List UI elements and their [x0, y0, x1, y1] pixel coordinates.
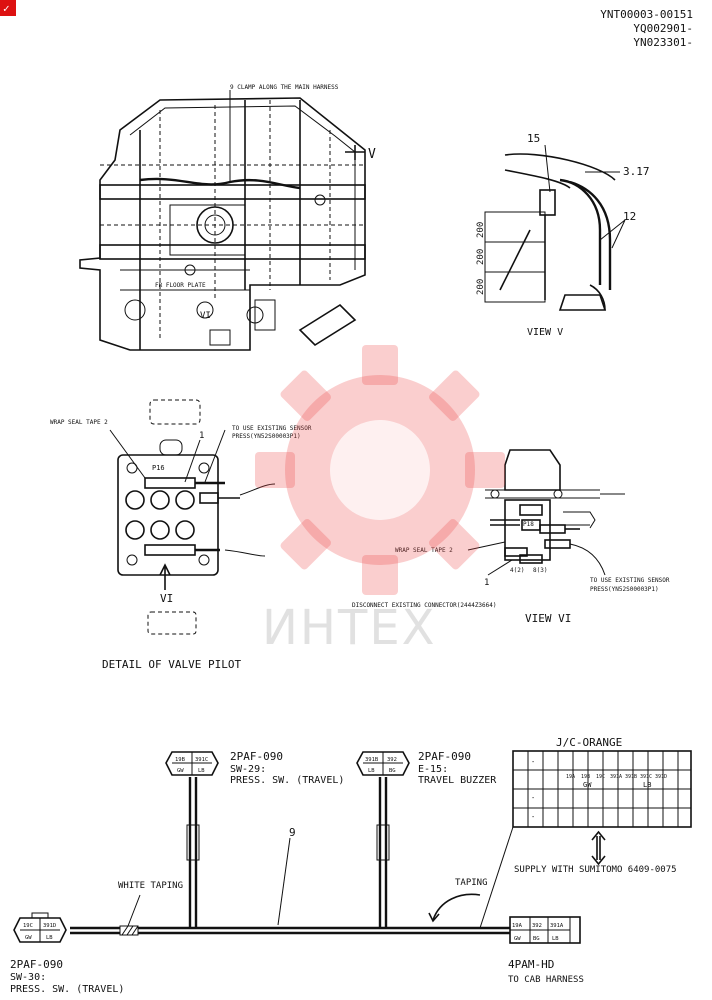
top-view-small-label: VI [200, 311, 211, 321]
view-v-dim-2: 200 [476, 249, 486, 265]
sw29-color-2: LB [198, 768, 205, 774]
taping-label: TAPING [455, 878, 488, 888]
cab-color-3: LB [552, 936, 559, 942]
cab-color-2: BG [533, 936, 540, 942]
cab-pin-2: 392 [532, 923, 542, 929]
top-frame-view: V 9 CLAMP ALONG THE MAIN HARNESS FR FLOO… [79, 84, 376, 351]
view-v-label-3-17: 3.17 [623, 165, 650, 178]
cab-color-1: GW [514, 936, 521, 942]
valve-to-use-2: PRESS(YN52S00003P1) [232, 433, 301, 440]
view-vi-wrap-seal-label: WRAP SEAL TAPE 2 [395, 547, 453, 554]
sw30-pin-1: 19C [23, 923, 33, 929]
view-vi-p18-label: P18 [523, 521, 534, 528]
doc-id-1: YNT00003-00151 [600, 8, 693, 21]
valve-to-use-1: TO USE EXISTING SENSOR [232, 425, 312, 432]
connector-e15: 391B 392 LB BG 2PAF-090 E-15: TRAVEL BUZ… [356, 750, 497, 786]
jc-pin-6: 391C [640, 774, 652, 780]
cab-part: 4PAM-HD [508, 958, 554, 971]
connector-cab: 19A 392 391A GW BG LB 4PAM-HD TO CAB HAR… [508, 916, 584, 985]
e15-color-2: BG [389, 768, 396, 774]
view-vi-to-use-1: TO USE EXISTING SENSOR [590, 577, 670, 584]
jc-color-2: LB [643, 781, 651, 789]
jc-pin-2: 19B [581, 774, 590, 780]
doc-id-3: YN023301- [633, 36, 693, 49]
view-vi-title: VIEW VI [525, 612, 571, 625]
view-vi-to-use-2: PRESS(YN52S00003P1) [590, 586, 659, 593]
svg-text:-: - [531, 794, 535, 802]
document-ids: YNT00003-00151 YQ002901- YN023301- [600, 8, 693, 49]
cab-pin-1: 19A [512, 923, 523, 929]
sw29-pin-1: 19B [175, 757, 186, 763]
e15-pin-1: 391B [365, 757, 379, 763]
view-v: 15 3.17 12 200 200 200 VIEW V [476, 132, 650, 338]
cab-pin-3: 391A [550, 923, 564, 929]
sw29-id: SW-29: [230, 764, 266, 775]
sw30-color-1: GW [25, 935, 32, 941]
jc-pin-4: 391A [610, 774, 622, 780]
jc-orange-block: J/C-ORANGE 19A 19B 19C 391A 391B 391C 39… [479, 736, 692, 929]
view-vi: P18 4(2) 8(3) WRAP SEAL TAPE 2 1 DISCONN… [352, 449, 670, 625]
sw30-pin-2: 391D [43, 923, 56, 929]
jc-supply-label: SUPPLY WITH SUMITOMO 6409-0075 [514, 865, 677, 875]
sw30-id: SW-30: [10, 972, 46, 983]
svg-text:-: - [531, 758, 535, 766]
sw30-part: 2PAF-090 [10, 958, 63, 971]
e15-part: 2PAF-090 [418, 750, 471, 763]
valve-wrap-seal-label: WRAP SEAL TAPE 2 [50, 419, 108, 426]
sw30-desc: PRESS. SW. (TRAVEL) [10, 984, 124, 995]
jc-pin-7: 391D [655, 774, 667, 780]
e15-color-1: LB [368, 768, 375, 774]
sw29-color-1: GW [177, 768, 184, 774]
valve-p16-label: P16 [152, 464, 165, 472]
corner-check-icon: ✓ [3, 2, 10, 15]
connector-sw30: 19C 391D GW LB 2PAF-090 SW-30: PRESS. SW… [10, 912, 124, 995]
valve-pilot-title: DETAIL OF VALVE PILOT [102, 658, 241, 671]
sw29-pin-2: 391C [195, 757, 208, 763]
view-vi-c2: 8(3) [533, 567, 547, 574]
valve-pilot-detail: P16 VI WRAP SEAL TAPE 2 1 TO USE EXISTIN… [50, 399, 312, 671]
view-vi-callout-1: 1 [484, 578, 489, 588]
view-vi-disconnect-label: DISCONNECT EXISTING CONNECTOR(2444Z3664) [352, 602, 497, 609]
view-v-label-15: 15 [527, 132, 540, 145]
floor-plate-label: FR FLOOR PLATE [155, 282, 206, 289]
e15-id: E-15: [418, 764, 448, 775]
svg-text:-: - [531, 813, 535, 821]
jc-pin-5: 391B [625, 774, 637, 780]
view-vi-c1: 4(2) [510, 567, 524, 574]
sw30-color-2: LB [46, 935, 53, 941]
wiring-harness: WHITE TAPING TAPING 9 19B 391C GW LB 2PA… [10, 736, 692, 995]
harness-label-9: 9 [289, 826, 296, 839]
e15-pin-2: 392 [387, 757, 397, 763]
view-v-label-12: 12 [623, 210, 636, 223]
v-view-marker: V [368, 147, 376, 162]
view-v-title: VIEW V [527, 327, 563, 338]
valve-arrow-label: VI [160, 592, 173, 605]
e15-desc: TRAVEL BUZZER [418, 775, 497, 786]
jc-pin-3: 19C [596, 774, 605, 780]
cab-desc: TO CAB HARNESS [508, 975, 584, 985]
corner-mark: ✓ [0, 0, 16, 16]
connector-sw29: 19B 391C GW LB 2PAF-090 SW-29: PRESS. SW… [165, 750, 344, 786]
clamp-callout: 9 CLAMP ALONG THE MAIN HARNESS [230, 84, 339, 91]
view-v-dim-3: 200 [476, 279, 486, 295]
view-v-dim-1: 200 [476, 222, 486, 238]
sw29-part: 2PAF-090 [230, 750, 283, 763]
sw29-desc: PRESS. SW. (TRAVEL) [230, 775, 344, 786]
jc-pin-1: 19A [566, 774, 575, 780]
valve-callout-1: 1 [199, 431, 204, 441]
white-taping-label: WHITE TAPING [118, 881, 183, 891]
jc-title: J/C-ORANGE [556, 736, 622, 749]
jc-color-1: GW [583, 781, 592, 789]
doc-id-2: YQ002901- [633, 22, 693, 35]
